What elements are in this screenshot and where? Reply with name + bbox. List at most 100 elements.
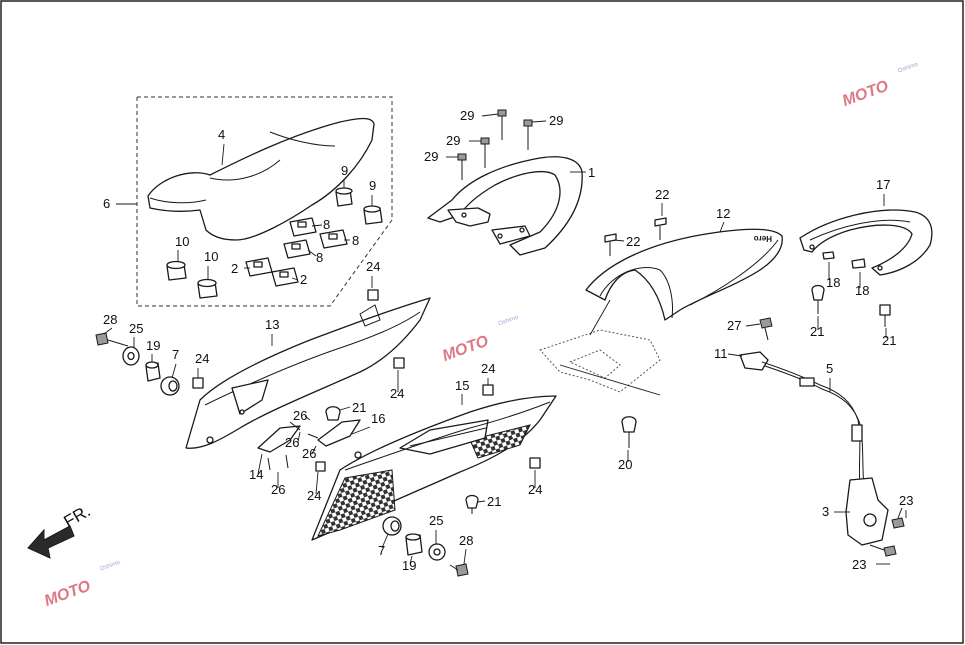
callout-c-22b: 22 <box>655 187 669 202</box>
leader-c-4 <box>221 143 225 166</box>
callout-c-23a: 23 <box>899 493 913 508</box>
seat-lock <box>739 351 905 557</box>
watermark-text: MOTO <box>840 78 891 110</box>
callout-c-9a: 9 <box>341 163 348 178</box>
callout-c-16: 16 <box>371 411 385 426</box>
leader-c-29a <box>481 113 499 117</box>
callout-c-23b: 23 <box>852 557 866 572</box>
callout-c-3: 3 <box>822 504 829 519</box>
leader-c-22a <box>613 239 625 242</box>
callout-c-29c: 29 <box>446 133 460 148</box>
callout-c-28b: 28 <box>459 533 473 548</box>
callout-c-21c: 21 <box>352 400 366 415</box>
callout-c-26d: 26 <box>271 482 285 497</box>
leader-lines <box>103 113 907 565</box>
leader-c-28b <box>463 548 467 565</box>
watermark-sub: Oshimo <box>498 314 520 327</box>
seat-group <box>136 96 393 307</box>
leader-c-27 <box>745 323 761 327</box>
callout-c-24c: 24 <box>390 386 404 401</box>
callout-c-29a: 29 <box>460 108 474 123</box>
bolts-29 <box>457 109 533 180</box>
callout-c-24d: 24 <box>481 361 495 376</box>
rear-cowl: Hero <box>539 217 783 448</box>
callout-c-7a: 7 <box>172 347 179 362</box>
callout-c-8b: 8 <box>352 233 359 248</box>
leader-c-16 <box>351 426 371 435</box>
watermark-bottom-left: MOTO Oshimo <box>42 560 121 610</box>
leader-c-26b <box>297 431 301 443</box>
callout-c-4: 4 <box>218 127 225 142</box>
callout-c-13: 13 <box>265 317 279 332</box>
callout-c-7b: 7 <box>378 543 385 558</box>
front-direction-arrow: FR. <box>27 501 94 559</box>
callout-c-26a: 26 <box>293 408 307 423</box>
leader-c-26a <box>304 415 311 421</box>
leader-c-28a <box>103 327 113 335</box>
watermark-middle: MOTO Oshimo <box>440 314 520 365</box>
callout-c-19a: 19 <box>146 338 160 353</box>
callout-c-19b: 19 <box>402 558 416 573</box>
brand-text: Hero <box>754 234 772 243</box>
callout-c-11: 11 <box>714 346 728 361</box>
callout-c-25a: 25 <box>129 321 143 336</box>
callout-c-28a: 28 <box>103 312 117 327</box>
right-side-cover <box>311 384 557 577</box>
leader-c-7b <box>381 533 389 549</box>
callout-c-24e: 24 <box>307 488 321 503</box>
leader-c-24e <box>315 471 319 495</box>
callout-c-22a: 22 <box>626 234 640 249</box>
callout-c-21a: 21 <box>810 324 824 339</box>
callout-c-10a: 10 <box>175 234 189 249</box>
callout-c-12: 12 <box>716 206 730 221</box>
callout-c-18a: 18 <box>826 275 840 290</box>
callout-c-2b: 2 <box>300 272 307 287</box>
callout-c-20: 20 <box>618 457 632 472</box>
callout-labels: 1223456778889910101112131415161718181919… <box>103 108 913 573</box>
callout-c-21b: 21 <box>882 333 896 348</box>
front-direction-label: FR. <box>61 501 94 531</box>
callout-c-24f: 24 <box>528 482 542 497</box>
leader-c-19b <box>409 555 413 565</box>
watermark-text: MOTO <box>42 578 93 610</box>
leader-c-21c <box>339 406 351 411</box>
callout-c-18b: 18 <box>855 283 869 298</box>
leader-c-11 <box>727 353 743 357</box>
leader-c-29b <box>531 120 547 123</box>
grab-rail <box>427 156 583 256</box>
callout-c-24a: 24 <box>366 259 380 274</box>
callout-c-15: 15 <box>455 378 469 393</box>
callout-c-10b: 10 <box>204 249 218 264</box>
callout-c-25b: 25 <box>429 513 443 528</box>
watermark-sub: Oshimo <box>897 62 919 75</box>
callout-c-26c: 26 <box>302 446 316 461</box>
leader-c-2b <box>291 277 299 281</box>
callout-c-24b: 24 <box>195 351 209 366</box>
callout-c-21d: 21 <box>487 494 501 509</box>
leader-c-7a <box>171 363 177 379</box>
carrier <box>799 209 933 327</box>
callout-c-29b: 29 <box>549 113 563 128</box>
leader-c-8c <box>307 249 317 257</box>
callout-c-17: 17 <box>876 177 890 192</box>
watermark-top-right: MOTO Oshimo <box>840 62 919 110</box>
callout-c-8a: 8 <box>323 217 330 232</box>
leader-c-26c <box>311 445 317 455</box>
left-side-cover <box>95 289 431 472</box>
leader-c-21d <box>477 500 486 503</box>
callout-c-6: 6 <box>103 196 110 211</box>
watermark-sub: Oshimo <box>99 560 121 573</box>
callout-c-1: 1 <box>588 165 595 180</box>
leader-c-8a <box>311 224 323 227</box>
leader-c-12 <box>719 221 725 233</box>
callout-c-14: 14 <box>249 467 263 482</box>
callout-c-2a: 2 <box>231 261 238 276</box>
callout-c-26b: 26 <box>285 435 299 450</box>
callout-c-8c: 8 <box>316 250 323 265</box>
leader-c-14 <box>257 453 263 475</box>
callout-c-9b: 9 <box>369 178 376 193</box>
callout-c-5: 5 <box>826 361 833 376</box>
callout-c-29d: 29 <box>424 149 438 164</box>
